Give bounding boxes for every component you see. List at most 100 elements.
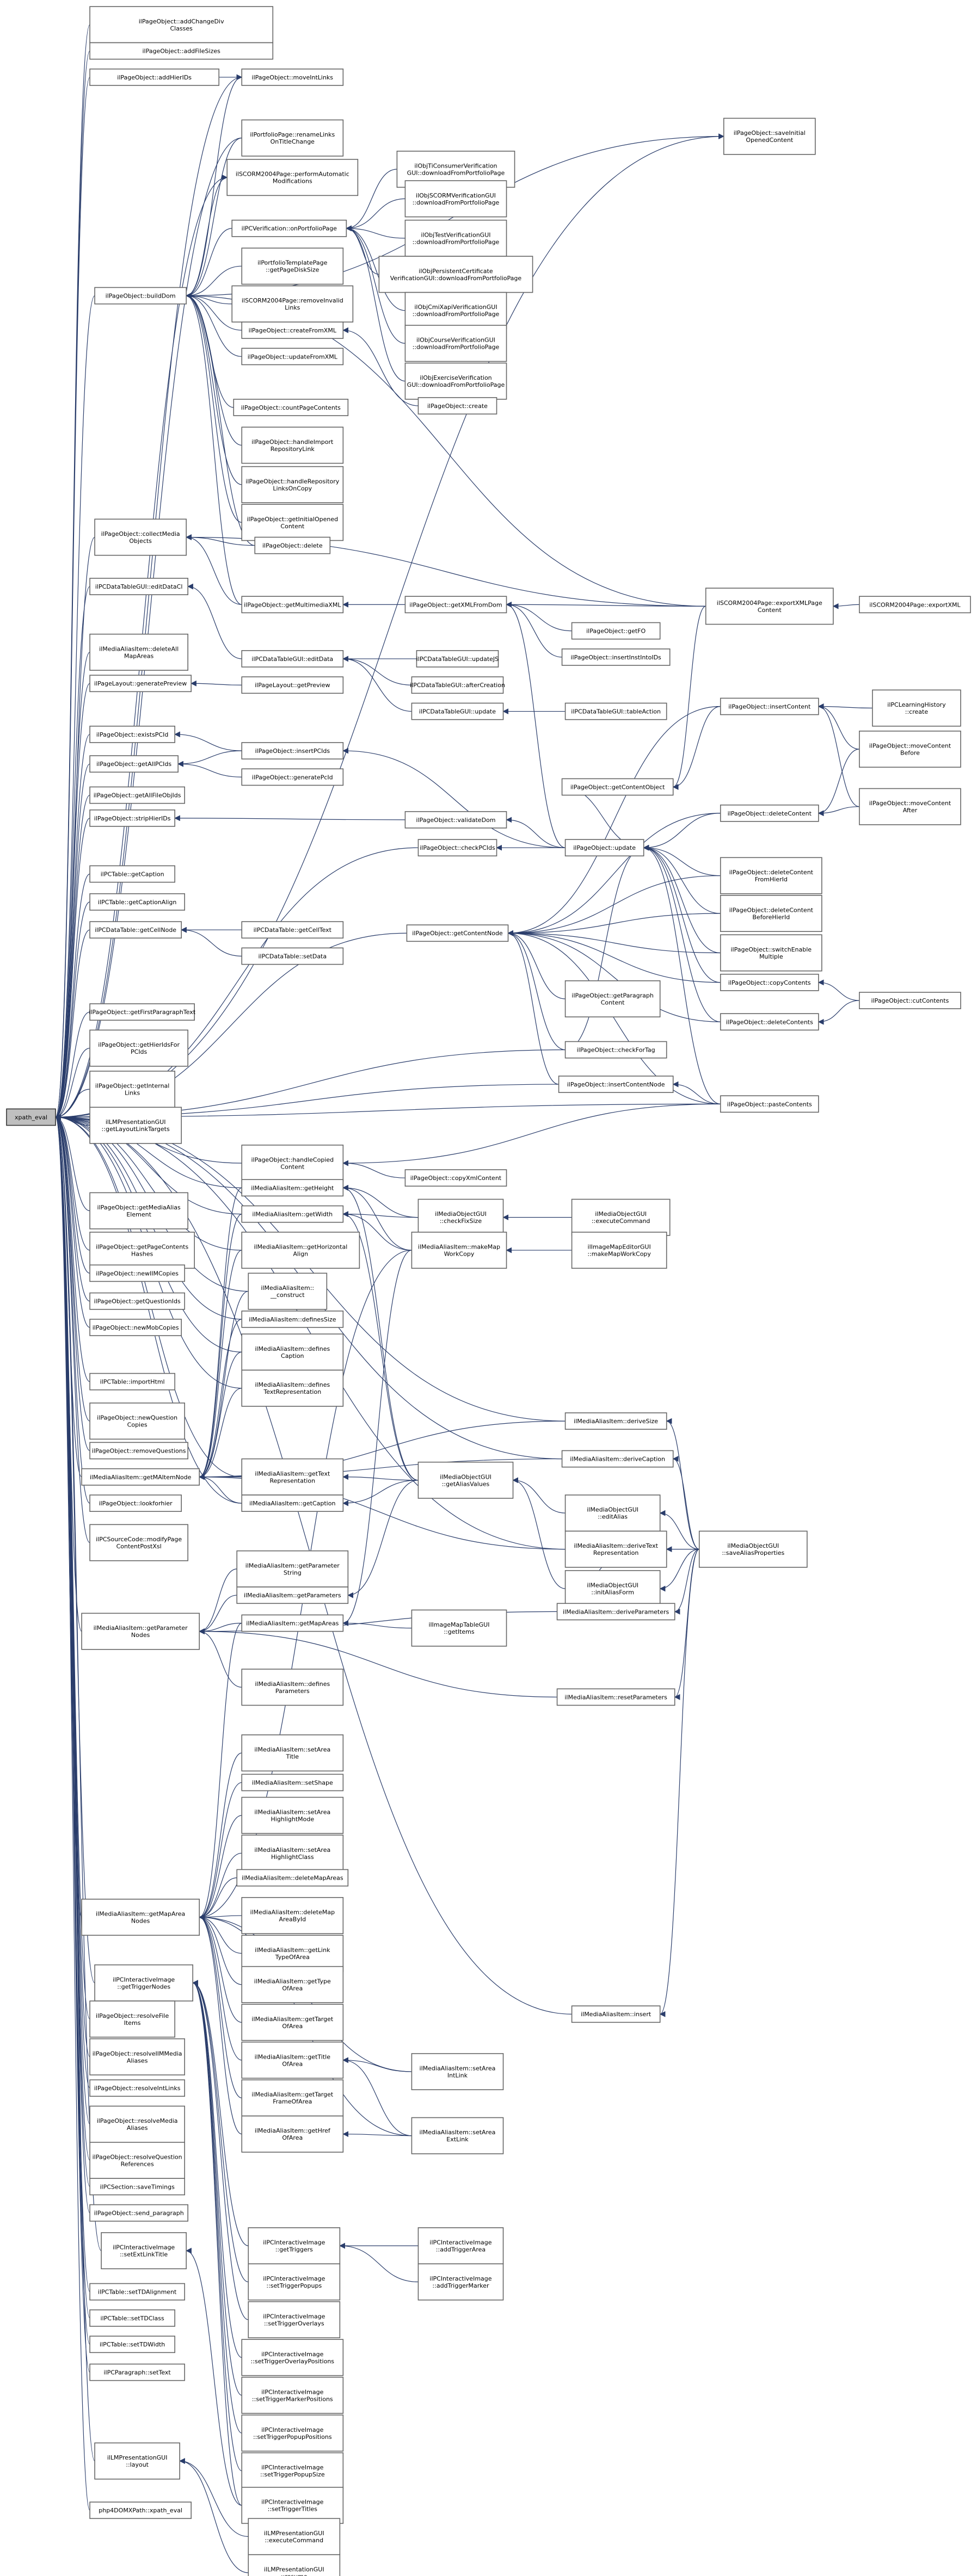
- graph-node[interactable]: ilPageObject::updateFromXML: [241, 348, 344, 366]
- graph-node[interactable]: ilPageObject::moveIntLinks: [241, 69, 344, 86]
- graph-node[interactable]: ilSCORM2004Page::performAutomaticModific…: [226, 159, 359, 196]
- graph-node[interactable]: ilPCInteractiveImage::setTriggerPopups: [248, 2263, 341, 2301]
- graph-node[interactable]: ilMediaObjectGUI::saveAliasProperties: [698, 1530, 808, 1568]
- graph-node[interactable]: ilMediaObjectGUI::getAliasValues: [417, 1461, 514, 1499]
- graph-node[interactable]: ilPageObject::addFileSizes: [89, 42, 274, 60]
- graph-node[interactable]: ilMediaObjectGUI::executeCommand: [571, 1199, 671, 1236]
- graph-node[interactable]: ilPageObject::update: [564, 839, 644, 857]
- graph-node[interactable]: ilPageObject::insertContent: [720, 697, 819, 715]
- graph-node[interactable]: ilPCVerification::onPortfolioPage: [231, 219, 347, 237]
- graph-node[interactable]: ilLMPresentationGUI::getLayoutLinkTarget…: [89, 1107, 182, 1144]
- graph-node[interactable]: ilPCInteractiveImage::setTriggerOverlayP…: [241, 2339, 344, 2376]
- graph-node[interactable]: ilMediaAliasItem::getHeight: [241, 1179, 344, 1197]
- graph-node[interactable]: ilMediaAliasItem::getCaption: [241, 1494, 344, 1512]
- graph-node[interactable]: ilPageObject::generatePcId: [241, 768, 344, 786]
- graph-node[interactable]: ilMediaObjectGUI::initAliasForm: [564, 1570, 661, 1608]
- graph-node[interactable]: ilPCTable::setTDClass: [89, 2309, 175, 2327]
- graph-node[interactable]: ilPCTable::setTDWidth: [89, 2336, 175, 2353]
- graph-node[interactable]: ilObjSCORMVerificationGUI::downloadFromP…: [404, 180, 507, 218]
- graph-node[interactable]: ilPortfolioPage::renameLinksOnTitleChang…: [241, 119, 344, 157]
- graph-node[interactable]: ilPageObject::send_paragraph: [89, 2204, 188, 2222]
- graph-node[interactable]: ilPageObject::stripHierIDs: [89, 809, 175, 827]
- graph-node[interactable]: ilMediaAliasItem::deriveCaption: [561, 1450, 674, 1468]
- graph-node[interactable]: ilPageObject::addHierIDs: [89, 69, 220, 86]
- graph-node[interactable]: ilPageObject::handleRepositoryLinksOnCop…: [241, 466, 344, 503]
- graph-node[interactable]: ilPageObject::insertInstIntoIDs: [561, 648, 671, 666]
- graph-node[interactable]: ilPageObject::pasteContents: [720, 1095, 819, 1113]
- graph-node[interactable]: ilPageObject::buildDom: [94, 287, 187, 305]
- graph-node[interactable]: ilLMPresentationGUI::resume: [248, 2554, 341, 2576]
- graph-node[interactable]: ilPCInteractiveImage::setTriggerMarkerPo…: [241, 2376, 344, 2414]
- graph-node[interactable]: ilPCInteractiveImage::setTriggerPopupPos…: [241, 2414, 344, 2452]
- graph-node[interactable]: ilPCInteractiveImage::setTriggerPopupSiz…: [241, 2452, 344, 2489]
- graph-node[interactable]: ilPCTable::getCaption: [89, 865, 175, 883]
- graph-node[interactable]: ilPCParagraph::setText: [89, 2363, 185, 2381]
- graph-node[interactable]: ilObjPersistentCertificateVerificationGU…: [378, 256, 533, 293]
- graph-node[interactable]: ilPCDataTable::getCellNode: [89, 921, 182, 939]
- graph-node[interactable]: ilMediaAliasItem::deriveSize: [564, 1412, 667, 1430]
- graph-node[interactable]: ilPageObject::getQuestionIds: [89, 1292, 185, 1310]
- graph-node[interactable]: ilPCTable::getCaptionAlign: [89, 893, 185, 911]
- graph-node[interactable]: ilMediaAliasItem::insert: [571, 2005, 661, 2023]
- graph-node[interactable]: ilPageObject::createFromXML: [241, 322, 344, 339]
- graph-node[interactable]: ilPageObject::cutContents: [859, 992, 961, 1009]
- graph-node[interactable]: ilPCDataTableGUI::updateJS: [416, 650, 499, 668]
- graph-node[interactable]: ilPageObject::getContentNode: [406, 924, 509, 942]
- graph-node[interactable]: ilMediaAliasItem::makeMapWorkCopy: [411, 1232, 507, 1269]
- graph-node[interactable]: ilImageMapEditorGUI::makeMapWorkCopy: [571, 1232, 667, 1269]
- graph-node[interactable]: ilPCDataTable::getCellText: [241, 921, 344, 939]
- graph-node[interactable]: ilMediaAliasItem::deriveParameters: [556, 1603, 675, 1621]
- graph-node[interactable]: ilPageObject::getFO: [571, 622, 661, 640]
- graph-node[interactable]: ilPCInteractiveImage::getTriggerNodes: [94, 1964, 193, 2002]
- graph-node[interactable]: ilPCInteractiveImage::setExtLinkTitle: [101, 2232, 187, 2270]
- graph-node[interactable]: ilPageObject::validateDom: [404, 811, 507, 829]
- graph-node[interactable]: ilPageObject::getAllPCIds: [89, 755, 179, 773]
- graph-node[interactable]: ilPageObject::delete: [254, 536, 331, 554]
- graph-node[interactable]: ilPCDataTableGUI::tableAction: [564, 702, 667, 720]
- graph-node[interactable]: ilMediaObjectGUI::checkFixSize: [417, 1199, 504, 1236]
- graph-node[interactable]: ilPageObject::copyContents: [720, 973, 819, 991]
- graph-node[interactable]: ilPageObject::create: [417, 397, 497, 415]
- graph-node[interactable]: ilPageObject::getAllFileObjIds: [89, 786, 185, 804]
- graph-node[interactable]: ilPageObject::lookforhier: [89, 1494, 182, 1512]
- graph-node[interactable]: ilMediaAliasItem::deriveTextRepresentati…: [564, 1530, 667, 1568]
- graph-node[interactable]: ilPageObject::getXMLFromDom: [404, 596, 507, 614]
- graph-node[interactable]: ilMediaAliasItem::getMapAreas: [241, 1614, 344, 1632]
- graph-node[interactable]: ilLMPresentationGUI::executeCommand: [248, 2518, 341, 2555]
- graph-node[interactable]: ilImageMapTableGUI::getItems: [411, 1609, 507, 1647]
- graph-node[interactable]: ilPageObject::copyXmlContent: [404, 1169, 507, 1187]
- graph-node[interactable]: ilPageObject::insertPCIds: [241, 742, 344, 759]
- graph-node[interactable]: ilPCInteractiveImage::addTriggerArea: [417, 2227, 504, 2265]
- graph-node[interactable]: ilPCDataTableGUI::update: [411, 702, 504, 720]
- graph-node[interactable]: ilMediaAliasItem::getWidth: [241, 1205, 344, 1223]
- graph-node[interactable]: ilPCTable::importHtml: [89, 1373, 175, 1391]
- graph-node[interactable]: ilPCSection::saveTimings: [89, 2178, 185, 2196]
- graph-node[interactable]: ilPCTable::setTDAlignment: [89, 2283, 185, 2301]
- graph-node[interactable]: ilMediaAliasItem::definesTextRepresentat…: [241, 1369, 344, 1407]
- graph-node[interactable]: ilObjExerciseVerificationGUI::downloadFr…: [404, 362, 507, 400]
